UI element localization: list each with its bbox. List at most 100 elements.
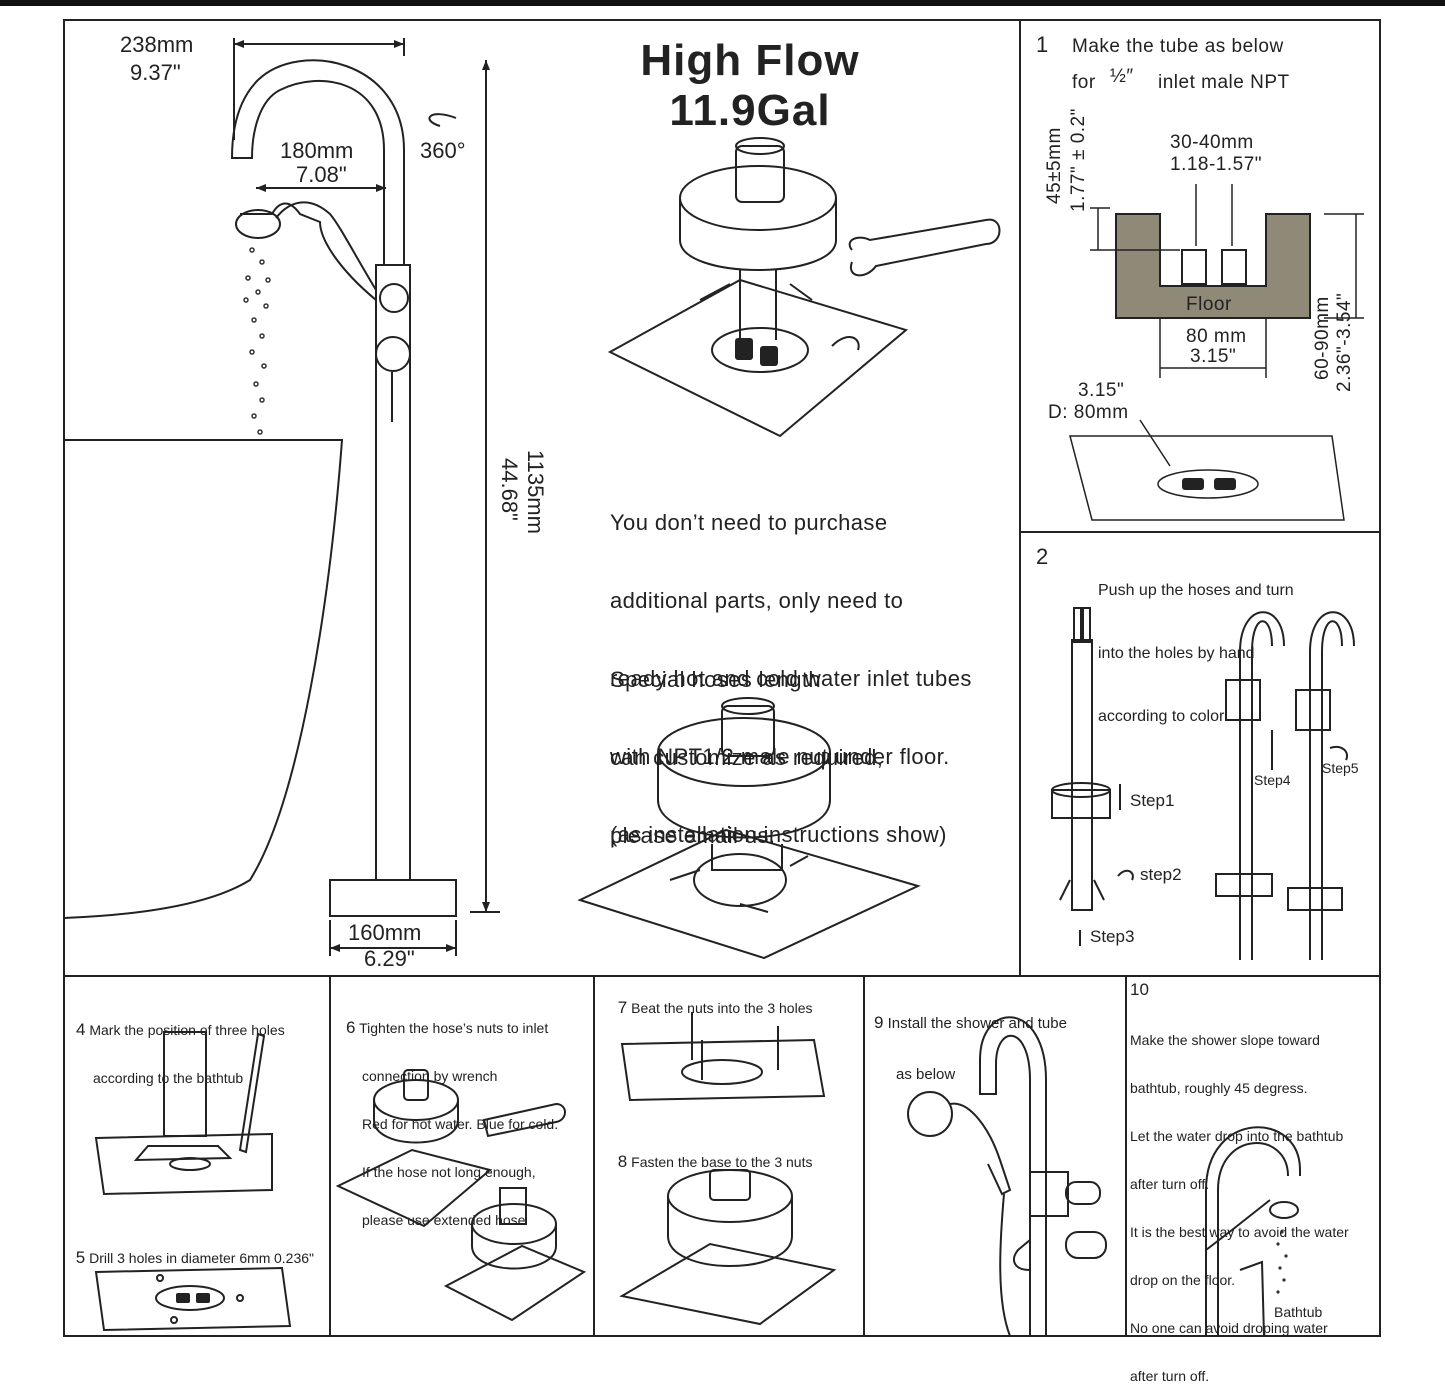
step4-text: 4 Mark the position of three holes accor… — [76, 990, 285, 1102]
spout-reach-in: 9.37" — [130, 60, 181, 85]
step6-line-4: If the hose not long enough, — [362, 1164, 536, 1180]
step4-line-1-text: Mark the position of three holes — [89, 1022, 285, 1038]
step6-number: 6 — [346, 1018, 356, 1037]
faucet-base — [329, 879, 457, 917]
step2-label-step3: Step3 — [1090, 927, 1135, 946]
tube-gap-in: 1.18-1.57" — [1170, 154, 1263, 175]
rotation-label: 360° — [420, 138, 466, 163]
diameter-in: 3.15" — [1078, 380, 1125, 401]
main-faucet-drawing — [63, 38, 500, 956]
step9-line-2: as below — [896, 1066, 956, 1083]
base-width-mm: 160mm — [348, 920, 422, 945]
desc2-line-1: Special hoses length — [610, 667, 822, 692]
tube-height-mm: 45±5mm — [1044, 127, 1065, 204]
step2-instructions: Push up the hoses and turn into the hole… — [1098, 538, 1294, 748]
spout-reach-mm: 238mm — [120, 32, 194, 57]
step6-text: 6 Tighten the hose’s nuts to inlet conne… — [346, 988, 558, 1244]
depth-in: 2.36"-3.54" — [1334, 292, 1355, 392]
step5-line: Drill 3 holes in diameter 6mm — [89, 1250, 271, 1266]
step8-number: 8 — [617, 1152, 628, 1171]
step6-line-3: Red for hot water. Blue for cold. — [362, 1116, 559, 1132]
bathtub-outline — [63, 439, 344, 919]
step2-number: 2 — [1036, 544, 1049, 569]
step7-text: 7 Beat the nuts into the 3 holes — [610, 984, 813, 1016]
step1-line-2-suffix: inlet male NPT — [1158, 72, 1290, 93]
handheld-shower — [240, 202, 377, 301]
floor-label: Floor — [1186, 294, 1232, 315]
desc1-line-3: ready hot and cold water inlet tubes — [610, 666, 972, 691]
title-line-1: High Flow — [640, 36, 860, 85]
step7-number: 7 — [617, 998, 628, 1017]
step4-line-2: according to the bathtub — [93, 1070, 244, 1086]
desc1-line-5: (as installation instructions show) — [610, 822, 947, 847]
wrench — [848, 218, 1001, 277]
tube-gap-mm: 30-40mm — [1170, 132, 1254, 153]
step9-line-1: 9 Install the shower and tube — [874, 1014, 1067, 1032]
desc1-line-2: additional parts, only need to — [610, 588, 904, 613]
step8-line: Fasten the base to the 3 nuts — [631, 1154, 813, 1170]
step8-drawing — [619, 1169, 837, 1326]
step6-line-1-text: Tighten the hose’s nuts to inlet — [359, 1020, 549, 1036]
step2-label-step4: Step4 — [1254, 772, 1291, 788]
step5-drawing — [94, 1266, 292, 1332]
hole-width-mm: 80 mm — [1186, 326, 1247, 347]
base-width-in: 6.29" — [364, 946, 415, 971]
tube-height-in: 1.77" ± 0.2" — [1068, 108, 1089, 212]
title-line-2: 11.9Gal — [669, 86, 831, 135]
step1-number: 1 — [1036, 32, 1049, 57]
faucet-height-in: 44.68" — [497, 458, 522, 521]
step10-line-2: bathtub, roughly 45 degress. — [1130, 1080, 1308, 1096]
desc2-line-3: please email us. — [610, 823, 776, 848]
step1-fraction: ½″ — [1110, 66, 1134, 87]
upper-handle — [379, 283, 409, 313]
step10-line-7: No one can avoid droping water — [1130, 1320, 1328, 1336]
step7-line: Beat the nuts into the 3 holes — [631, 1000, 813, 1016]
outer-frame — [63, 19, 1381, 1337]
step10-drawing — [1205, 1126, 1301, 1337]
step9-text: 9 Install the shower and tube as below — [874, 980, 1067, 1100]
step5-text: 5 Drill 3 holes in diameter 6mm — [68, 1234, 271, 1267]
water-spray — [243, 247, 271, 435]
step10-number: 10 — [1130, 980, 1149, 999]
center-bottom-drawing — [577, 697, 921, 960]
step1-line-2-prefix: for — [1072, 72, 1096, 93]
step2-line-3: according to color — [1098, 708, 1225, 725]
step9-number: 9 — [874, 1013, 884, 1032]
step4-line-1: 4 Mark the position of three holes — [76, 1021, 285, 1038]
lower-handle — [375, 336, 411, 372]
step5-number: 5 — [75, 1248, 86, 1267]
step1-drawing — [1069, 184, 1364, 521]
step7-drawing — [620, 1012, 826, 1102]
step2-label-step2: step2 — [1140, 865, 1182, 884]
step6-line-2: connection by wrench — [362, 1068, 498, 1084]
step6-line-5: please use extended hose — [362, 1212, 526, 1228]
step2-line-1: Push up the hoses and turn — [1098, 582, 1294, 599]
step9-drawing — [907, 1016, 1107, 1337]
step6-line-1: 6 Tighten the hose’s nuts to inlet — [346, 1018, 558, 1037]
step10-line-6: drop on the floor. — [1130, 1272, 1236, 1288]
step10-line-4: after turn off. — [1130, 1176, 1210, 1192]
step2-label-step5: Step5 — [1322, 760, 1359, 776]
step1-line-1: Make the tube as below — [1072, 36, 1284, 57]
handheld-length-mm: 180mm — [280, 138, 354, 163]
step2-drawing — [1051, 607, 1355, 960]
faucet-column — [375, 264, 411, 881]
description-paragraph-1: You don’t need to purchase additional pa… — [610, 458, 972, 874]
step5-size: 0.236" — [274, 1250, 315, 1266]
step2-line-2: into the holes by hand — [1098, 645, 1255, 662]
depth-mm: 60-90mm — [1312, 296, 1333, 380]
step10-text: Make the shower slope toward bathtub, ro… — [1130, 1000, 1349, 1400]
top-border-bar — [0, 0, 1445, 6]
step8-text: 8 Fasten the base to the 3 nuts — [610, 1138, 813, 1171]
desc1-line-1: You don’t need to purchase — [610, 510, 888, 535]
spout — [230, 59, 405, 265]
desc1-line-4: with NPT1/2 male nut under floor. — [610, 744, 950, 769]
center-top-drawing — [607, 137, 1001, 438]
step10-line-5: It is the best way to avoid the water — [1130, 1224, 1349, 1240]
handheld-length-in: 7.08" — [296, 162, 347, 187]
faucet-height-mm: 1135mm — [523, 450, 548, 534]
desc2-line-2: can customize as required, — [610, 745, 884, 770]
step2-label-step1: Step1 — [1130, 791, 1175, 810]
floor-section — [1115, 213, 1311, 319]
description-paragraph-2: Special hoses length can customize as re… — [610, 615, 883, 875]
